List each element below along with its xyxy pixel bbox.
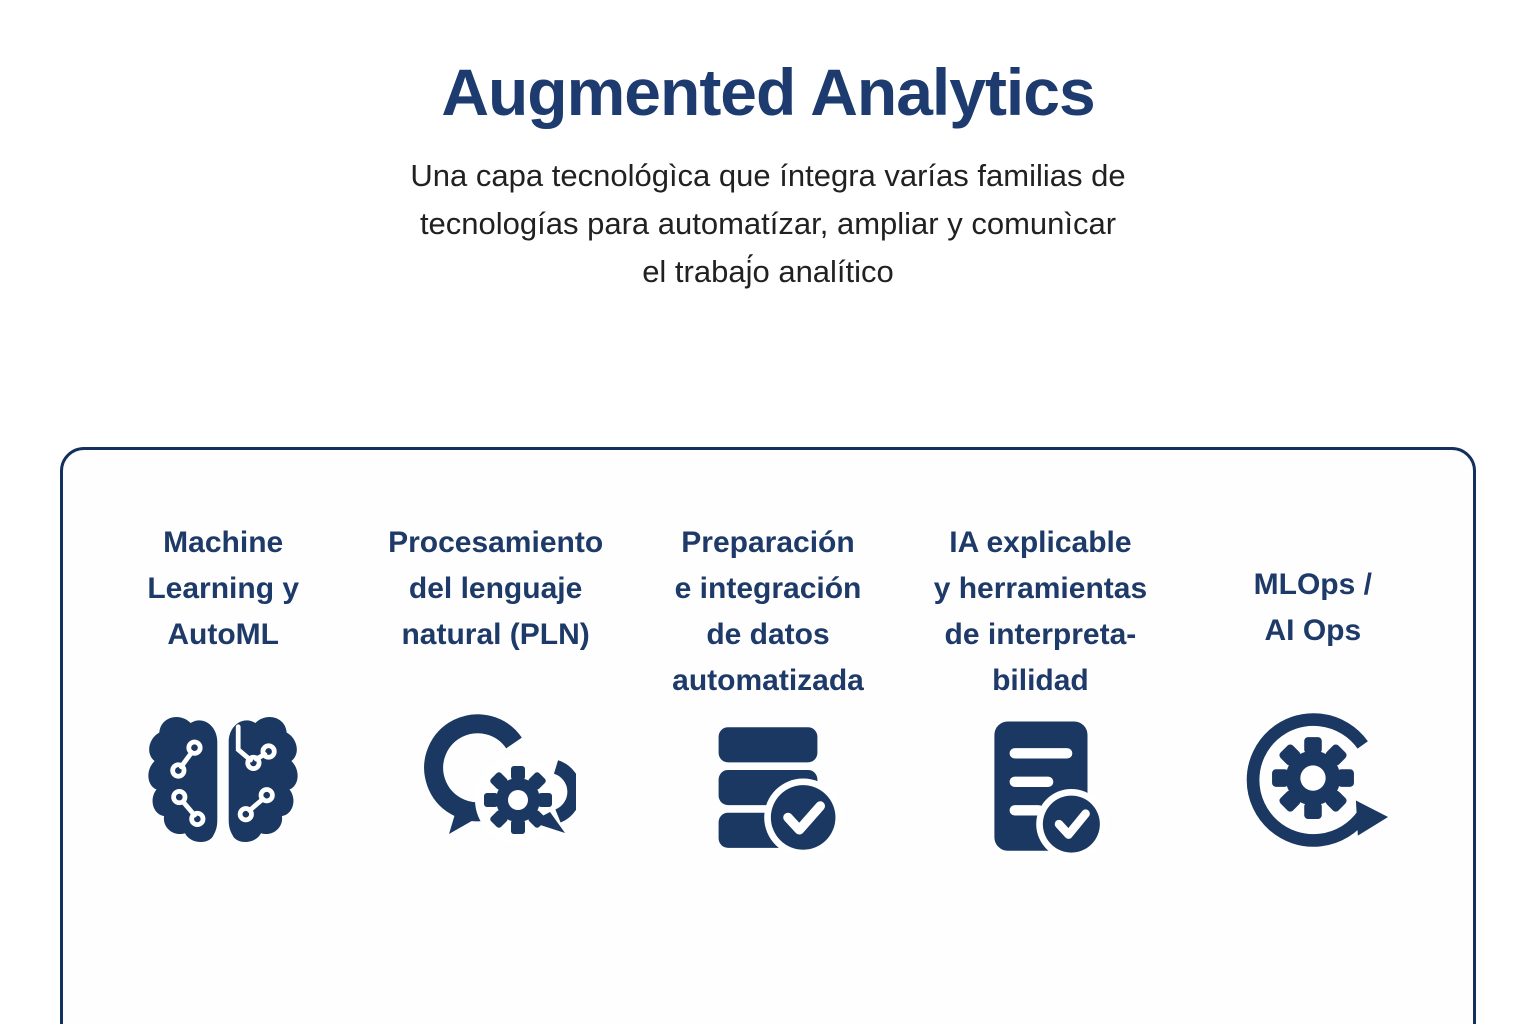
document-check-icon [964,704,1116,872]
page-title: Augmented Analytics [441,55,1095,129]
columns-row: Machine Learning y AutoML [63,450,1473,872]
database-check-icon [692,704,844,872]
infographic-page: Augmented Analytics Una capa tecnológìca… [0,54,1536,1024]
column-heading-explainable-ai: IA explicable y herramientas de interpre… [933,526,1148,697]
column-heading-mlops: MLOps / AI Ops [1253,568,1372,647]
column-machine-learning: Machine Learning y AutoML [87,520,359,872]
gear-cycle-arrow-icon [1235,696,1391,864]
content-panel: Machine Learning y AutoML [60,447,1476,1024]
column-nlp: Procesamiento del lenguaje natural (PLN) [359,520,631,872]
brain-circuit-icon [147,696,299,864]
column-heading-data-prep: Preparación e integración de datos autom… [672,526,864,697]
column-mlops: MLOps / AI Ops [1177,520,1449,872]
column-heading-nlp: Procesamiento del lenguaje natural (PLN) [388,526,604,651]
column-heading-machine-learning: Machine Learning y AutoML [147,526,300,651]
speech-bubbles-gear-icon [416,696,576,864]
column-data-prep: Preparación e integración de datos autom… [632,520,904,872]
page-subtitle: Una capa tecnológìca que íntegra varías … [410,158,1126,289]
column-explainable-ai: IA explicable y herramientas de interpre… [904,520,1176,872]
